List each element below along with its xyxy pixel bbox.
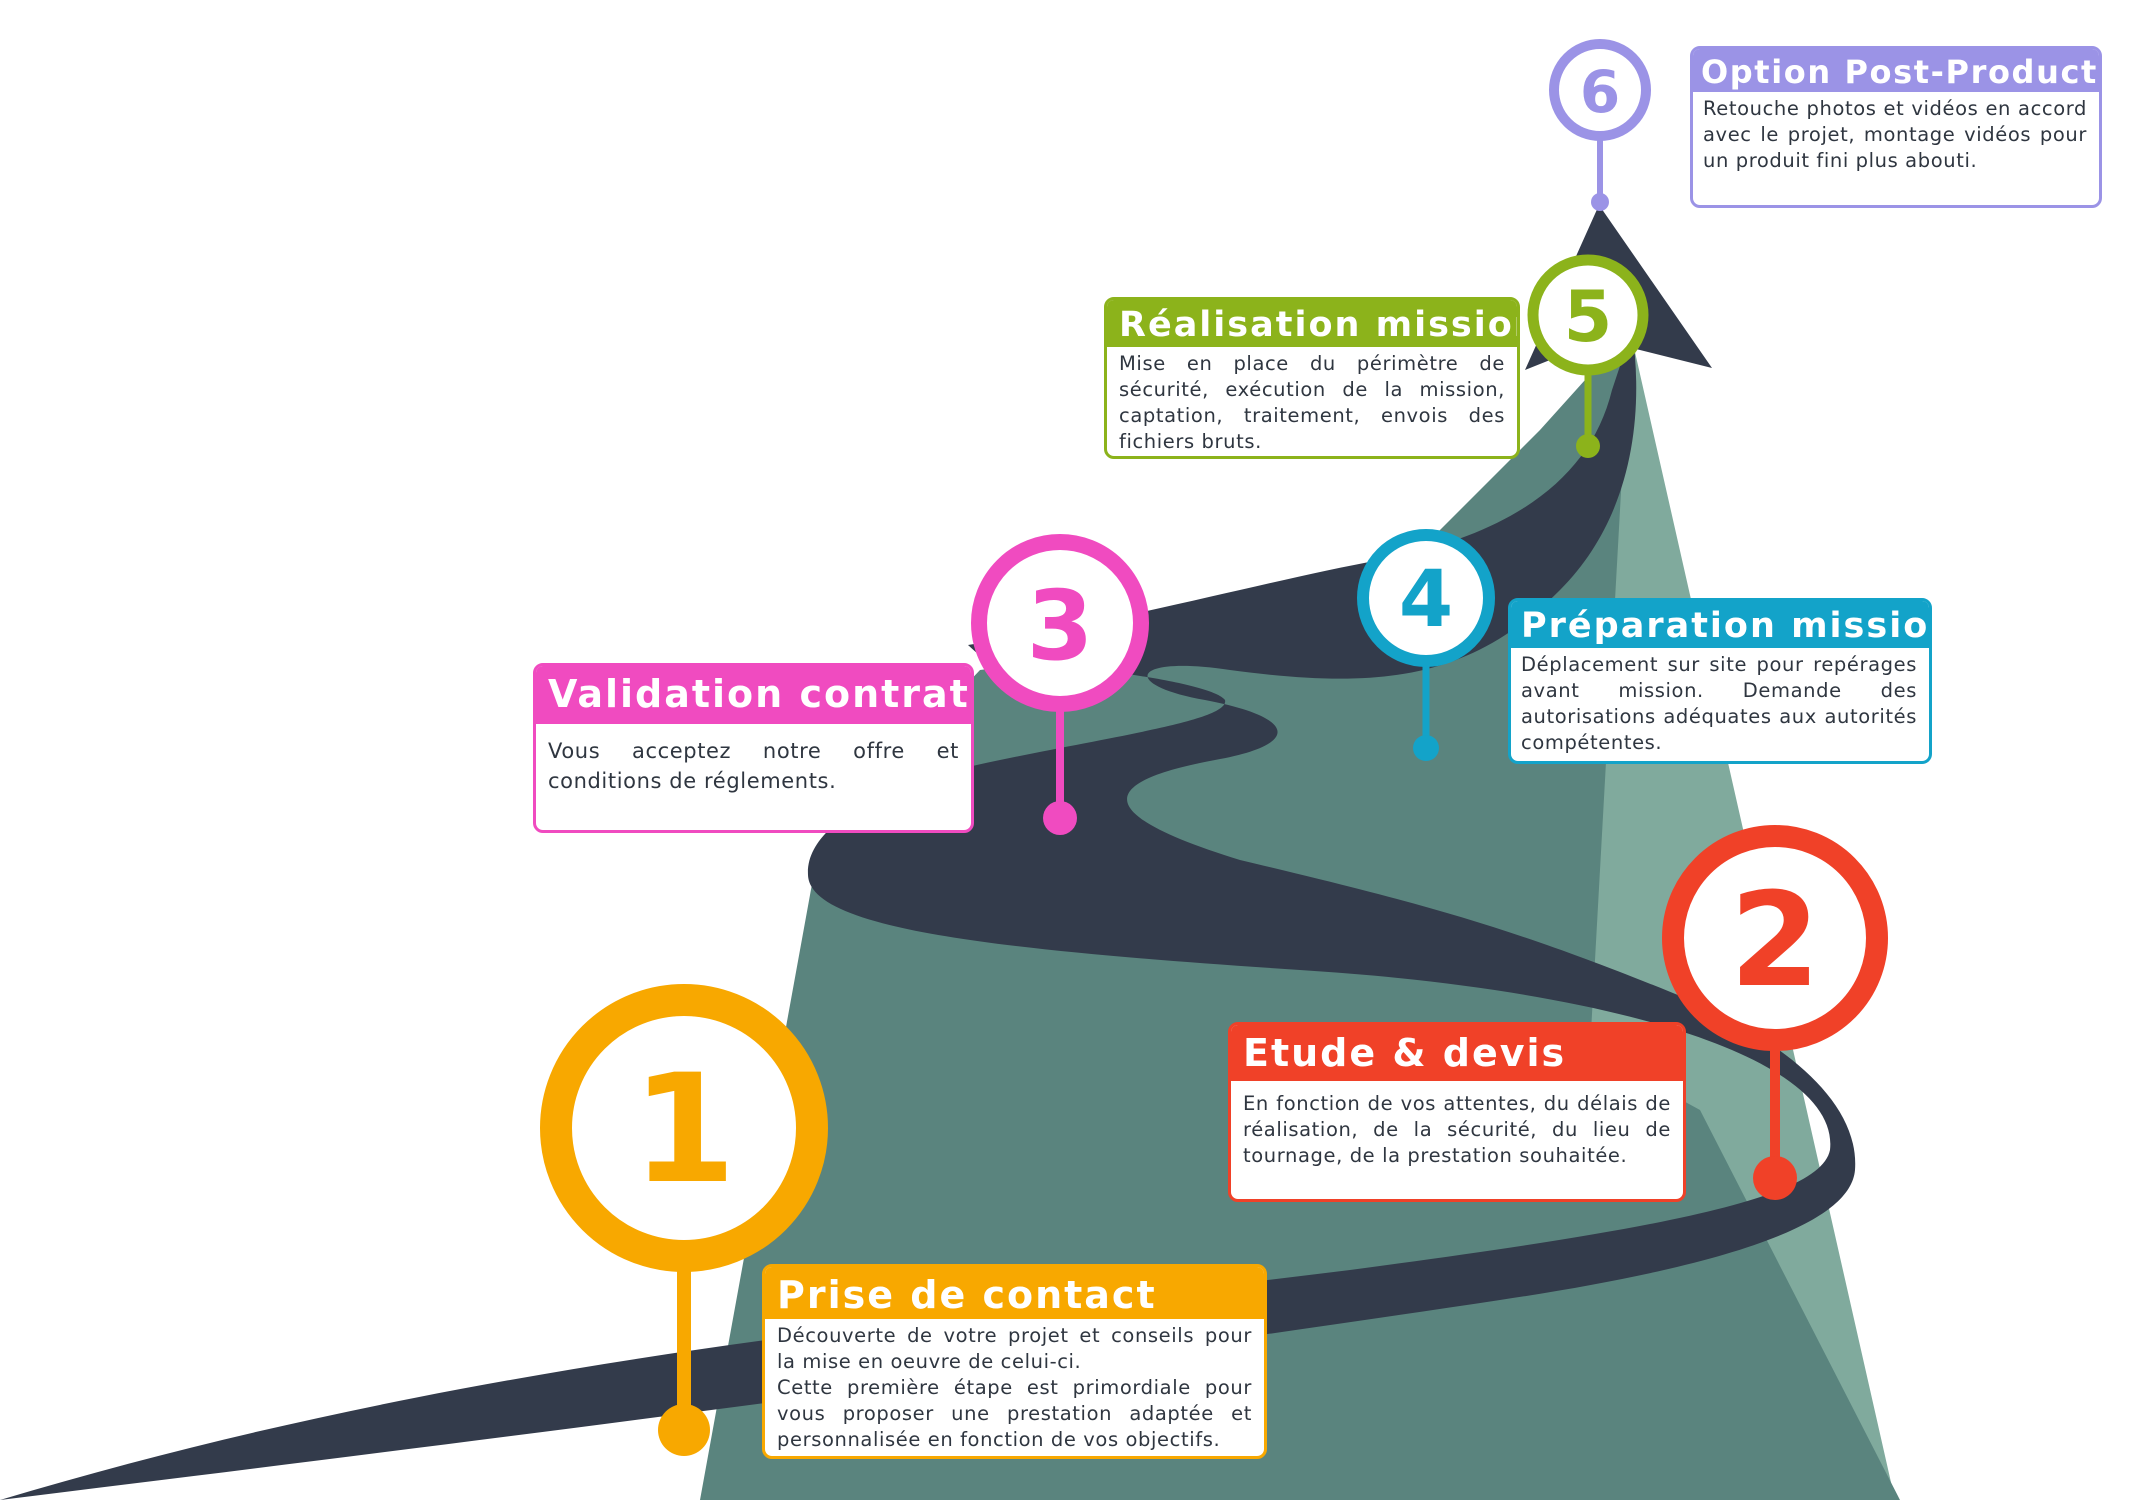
step-1-number: 1 xyxy=(632,1043,736,1217)
step-4-description: Déplacement sur site pour repérages avan… xyxy=(1511,648,1929,762)
step-2-badge xyxy=(1662,825,1888,1051)
step-6-badge xyxy=(1549,39,1651,141)
step-3-text-1: Vous acceptez notre offre et conditions … xyxy=(548,738,959,793)
step-2-description: En fonction de vos attentes, du délais d… xyxy=(1231,1081,1683,1177)
step-5-text-1: Mise en place du périmètre de sécurité, … xyxy=(1119,351,1505,453)
step-3-number: 3 xyxy=(1027,570,1094,682)
step-6-description: Retouche photos et vidéos en accord avec… xyxy=(1693,92,2099,182)
step-2-card: Etude & devis En fonction de vos attente… xyxy=(1228,1022,1686,1202)
step-4-card: Préparation mission Déplacement sur site… xyxy=(1508,598,1932,764)
step-5-pin-dot xyxy=(1576,434,1600,458)
step-4-text-1: Déplacement sur site pour repérages avan… xyxy=(1521,652,1917,754)
step-6-pin-dot xyxy=(1591,193,1609,211)
step-6-text-1: Retouche photos et vidéos en accord avec… xyxy=(1703,97,2087,173)
step-3-pin-dot xyxy=(1043,801,1077,835)
step-3-title: Validation contrat xyxy=(536,666,971,724)
step-4-number: 4 xyxy=(1399,555,1453,645)
step-1-badge xyxy=(540,984,828,1272)
step-1-text-2: Cette première étape est primordiale pou… xyxy=(777,1375,1252,1451)
step-5-badge xyxy=(1527,254,1649,376)
step-1-description: Découverte de votre projet et conseils p… xyxy=(765,1319,1264,1456)
step-2-number: 2 xyxy=(1730,864,1820,1016)
step-5-number: 5 xyxy=(1564,276,1613,358)
step-5-description: Mise en place du périmètre de sécurité, … xyxy=(1107,347,1517,457)
step-5-title: Réalisation mission xyxy=(1107,300,1517,347)
step-3-badge xyxy=(971,534,1149,712)
step-6-number: 6 xyxy=(1580,58,1620,126)
step-2-pin-dot xyxy=(1753,1156,1797,1200)
step-4-pin-dot xyxy=(1413,735,1439,761)
step-6-title: Option Post-Production xyxy=(1693,49,2099,93)
step-4-badge xyxy=(1357,529,1495,667)
step-1-title: Prise de contact xyxy=(765,1267,1264,1319)
step-1-text-1: Découverte de votre projet et conseils p… xyxy=(777,1323,1252,1373)
step-4-title: Préparation mission xyxy=(1511,601,1929,648)
step-1-card: Prise de contact Découverte de votre pro… xyxy=(762,1264,1267,1459)
step-2-text-1: En fonction de vos attentes, du délais d… xyxy=(1243,1091,1671,1167)
step-5-card: Réalisation mission Mise en place du pér… xyxy=(1104,297,1520,459)
step-1-pin-dot xyxy=(658,1404,710,1456)
step-6-card: Option Post-Production Retouche photos e… xyxy=(1690,46,2102,208)
step-3-description: Vous acceptez notre offre et conditions … xyxy=(536,724,971,804)
step-3-card: Validation contrat Vous acceptez notre o… xyxy=(533,663,974,833)
step-2-title: Etude & devis xyxy=(1231,1025,1683,1081)
